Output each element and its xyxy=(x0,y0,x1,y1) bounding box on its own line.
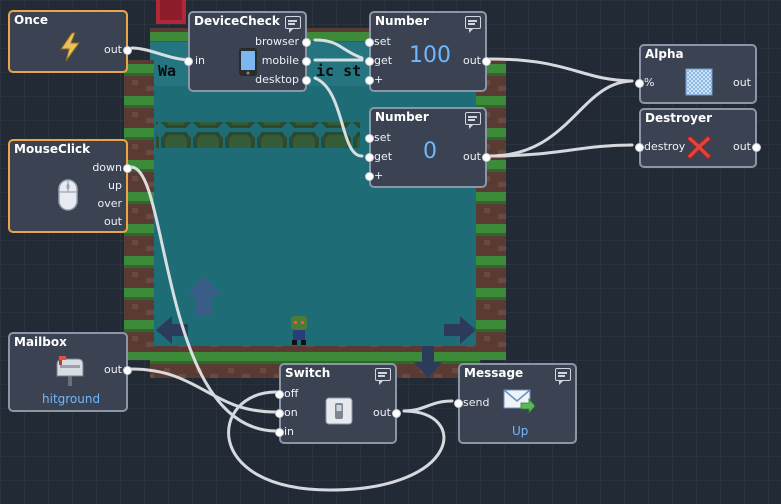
lightning-icon xyxy=(60,32,80,62)
number-node-2-title: Number xyxy=(375,110,429,124)
number1-port-out-dot[interactable] xyxy=(482,57,491,66)
destroyer-port-destroy: destroy xyxy=(644,140,686,153)
number2-port-plus: + xyxy=(374,169,384,182)
switch-port-off: off xyxy=(284,387,299,400)
switch-port-in: in xyxy=(284,425,295,438)
red-x-icon xyxy=(686,135,712,160)
devicecheck-port-desktop: desktop xyxy=(255,73,299,86)
mailbox-node-title: Mailbox xyxy=(14,335,67,349)
number-node-2[interactable]: Number set get + 0 out xyxy=(365,107,491,188)
destroyer-port-destroy-dot[interactable] xyxy=(635,143,644,152)
number1-port-set: set xyxy=(374,35,391,48)
switch-icon xyxy=(325,397,353,425)
mailbox-icon xyxy=(56,356,84,386)
switch-node[interactable]: Switch off on in out xyxy=(275,363,401,444)
once-node[interactable]: Once out xyxy=(8,10,132,73)
mouseclick-port-down: down xyxy=(92,161,122,174)
switch-port-on-dot[interactable] xyxy=(275,409,284,418)
switch-port-off-dot[interactable] xyxy=(275,390,284,399)
number-node-1[interactable]: Number set get + 100 out xyxy=(365,11,491,92)
number2-port-set-dot[interactable] xyxy=(365,134,374,143)
number2-value: 0 xyxy=(423,139,437,164)
mouseclick-port-down-dot[interactable] xyxy=(123,164,132,173)
number2-port-set: set xyxy=(374,131,391,144)
switch-port-out: out xyxy=(372,406,391,419)
switch-port-out-dot[interactable] xyxy=(392,409,401,418)
devicecheck-port-browser: browser xyxy=(254,35,299,48)
player-character xyxy=(291,316,307,345)
alpha-node-title: Alpha xyxy=(645,47,684,61)
scene-hedge-row xyxy=(156,122,360,148)
number1-port-plus: + xyxy=(374,73,384,86)
number2-port-get-dot[interactable] xyxy=(365,153,374,162)
scene-title-left: Wa xyxy=(158,62,176,80)
mouseclick-node[interactable]: MouseClick down up over out xyxy=(8,139,132,233)
destroyer-node-title: Destroyer xyxy=(645,111,713,125)
number2-port-get: get xyxy=(374,150,393,163)
message-port-send-dot[interactable] xyxy=(454,399,463,408)
devicecheck-node[interactable]: DeviceCheck in browser mobile desktop xyxy=(184,11,311,92)
switch-port-in-dot[interactable] xyxy=(275,428,284,437)
mailbox-name-value: hitground xyxy=(42,392,101,406)
scene-arrow-down xyxy=(414,346,442,378)
number-node-1-title: Number xyxy=(375,14,429,28)
comment-icon[interactable] xyxy=(555,368,571,385)
once-port-out-dot[interactable] xyxy=(123,46,132,55)
number2-port-out-dot[interactable] xyxy=(482,153,491,162)
mailbox-port-out: out xyxy=(103,363,122,376)
number2-port-plus-dot[interactable] xyxy=(365,172,374,181)
alpha-port-percent-dot[interactable] xyxy=(635,79,644,88)
comment-icon[interactable] xyxy=(375,368,391,385)
devicecheck-node-title: DeviceCheck xyxy=(194,14,280,28)
number1-port-get-dot[interactable] xyxy=(365,57,374,66)
mouse-icon xyxy=(58,179,78,211)
destroyer-port-out: out xyxy=(732,140,751,153)
number2-port-out: out xyxy=(462,150,481,163)
destroyer-port-out-dot[interactable] xyxy=(752,143,761,152)
devicecheck-desktop-dot[interactable] xyxy=(302,76,311,85)
checkerboard-icon xyxy=(685,68,713,96)
scene-title-right: ic st xyxy=(316,62,361,80)
comment-icon[interactable] xyxy=(465,112,481,129)
once-port-out: out xyxy=(103,43,122,56)
alpha-port-percent: % xyxy=(644,76,655,89)
mouseclick-port-up: up xyxy=(108,179,122,192)
destroyer-node[interactable]: Destroyer destroy out xyxy=(635,108,761,168)
phone-icon xyxy=(239,48,257,76)
alpha-port-out: out xyxy=(732,76,751,89)
mouseclick-port-over: over xyxy=(97,197,122,210)
number1-port-plus-dot[interactable] xyxy=(365,76,374,85)
devicecheck-port-mobile: mobile xyxy=(261,54,299,67)
message-node-title: Message xyxy=(464,366,524,380)
devicecheck-browser-dot[interactable] xyxy=(302,38,311,47)
once-node-title: Once xyxy=(14,13,48,27)
message-value: Up xyxy=(512,424,529,438)
scene-wall-left xyxy=(124,60,154,360)
scene-wall-right xyxy=(476,60,506,360)
devicecheck-port-in-dot[interactable] xyxy=(184,57,193,66)
alpha-node[interactable]: Alpha % out xyxy=(635,44,757,104)
mailbox-port-out-dot[interactable] xyxy=(123,366,132,375)
mouseclick-port-out: out xyxy=(103,215,122,228)
number1-port-out: out xyxy=(462,54,481,67)
number1-value: 100 xyxy=(409,43,451,68)
number1-port-set-dot[interactable] xyxy=(365,38,374,47)
devicecheck-port-in: in xyxy=(195,54,206,67)
switch-port-on: on xyxy=(284,406,298,419)
comment-icon[interactable] xyxy=(285,16,301,33)
message-port-send: send xyxy=(463,396,490,409)
devicecheck-mobile-dot[interactable] xyxy=(302,57,311,66)
mailbox-node[interactable]: Mailbox out hitground xyxy=(8,332,132,412)
scene-arrow-right xyxy=(444,316,476,344)
mouseclick-node-title: MouseClick xyxy=(14,142,91,156)
envelope-icon xyxy=(503,389,535,415)
message-node[interactable]: Message send Up xyxy=(454,363,577,444)
comment-icon[interactable] xyxy=(465,16,481,33)
switch-node-title: Switch xyxy=(285,366,331,380)
number1-port-get: get xyxy=(374,54,393,67)
